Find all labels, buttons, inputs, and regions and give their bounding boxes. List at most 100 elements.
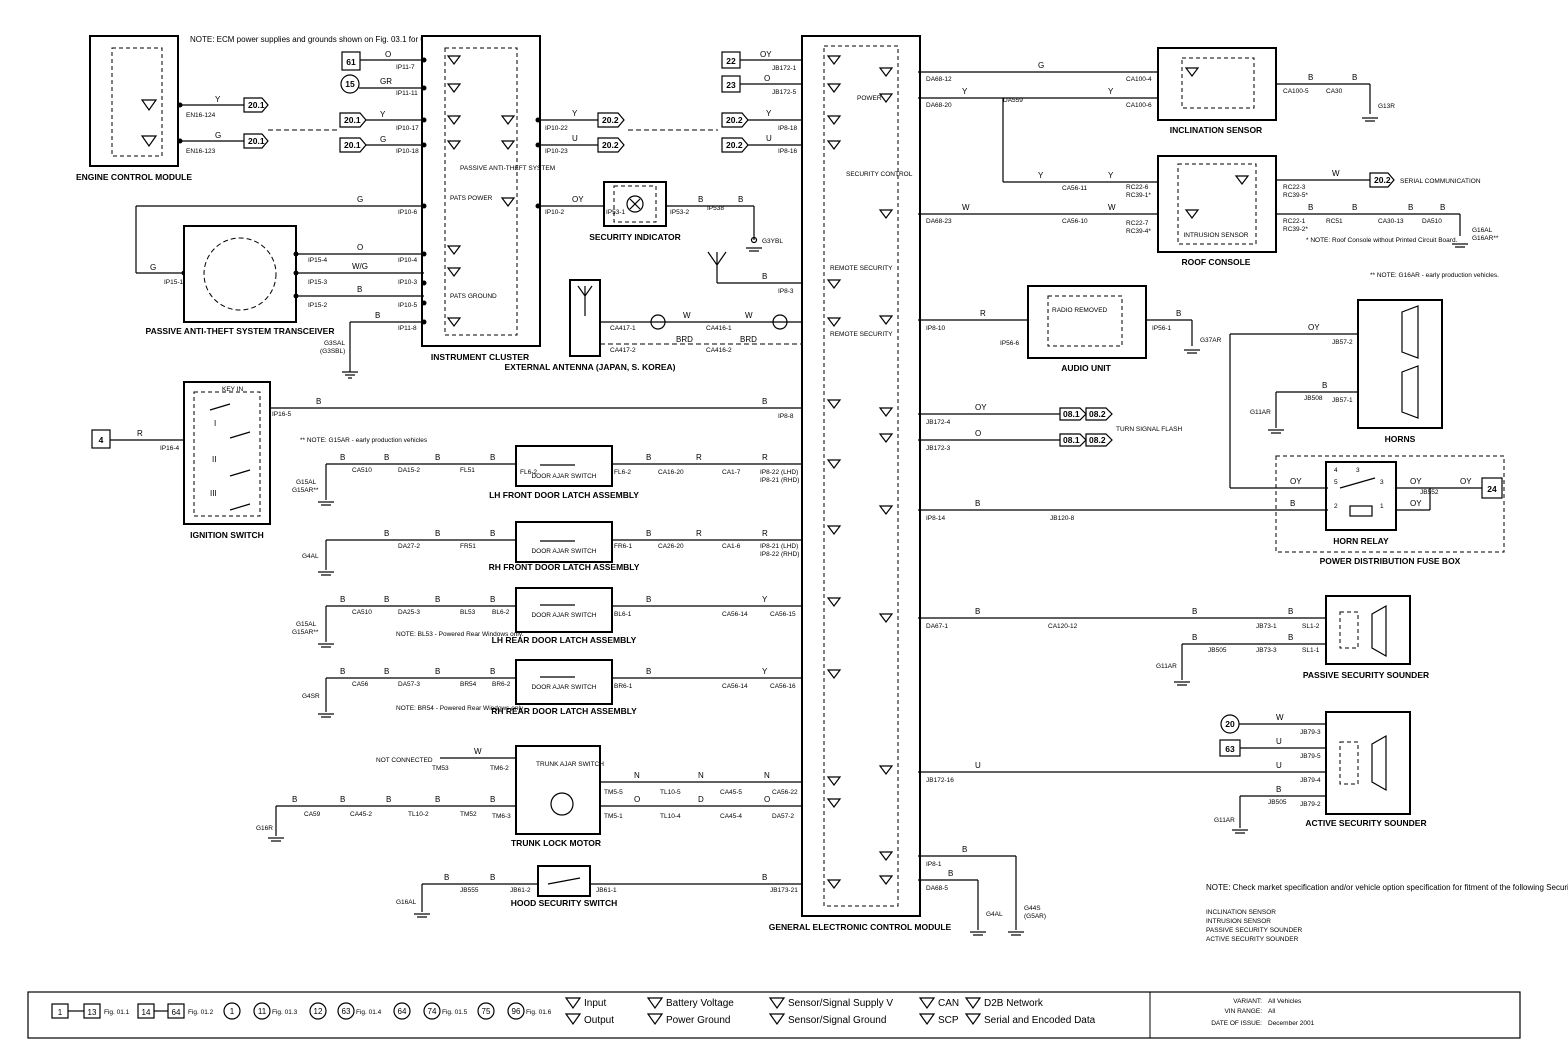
svg-text:IP10-22: IP10-22 bbox=[545, 125, 568, 132]
svg-text:Output: Output bbox=[584, 1015, 614, 1026]
turn-signal-label: TURN SIGNAL FLASH bbox=[1116, 426, 1183, 433]
roof-console-label: ROOF CONSOLE bbox=[1182, 257, 1251, 267]
svg-text:61: 61 bbox=[346, 57, 356, 67]
svg-text:CA56: CA56 bbox=[352, 681, 369, 688]
svg-text:G37AR: G37AR bbox=[1200, 337, 1222, 344]
svg-text:IP8-10: IP8-10 bbox=[926, 325, 946, 332]
svg-text:ACTIVE SECURITY SOUNDER: ACTIVE SECURITY SOUNDER bbox=[1206, 936, 1299, 943]
svg-text:R: R bbox=[137, 429, 143, 438]
svg-text:IP10-6: IP10-6 bbox=[398, 209, 418, 216]
svg-text:B: B bbox=[384, 595, 389, 604]
svg-text:B: B bbox=[975, 499, 980, 508]
svg-text:Input: Input bbox=[584, 998, 606, 1009]
svg-text:G11AR: G11AR bbox=[1214, 817, 1235, 824]
svg-text:IP10-18: IP10-18 bbox=[396, 148, 419, 155]
svg-text:96: 96 bbox=[512, 1007, 521, 1016]
svg-text:HOOD SECURITY SWITCH: HOOD SECURITY SWITCH bbox=[511, 898, 618, 908]
svg-text:DA510: DA510 bbox=[1422, 218, 1442, 225]
svg-text:DOOR AJAR SWITCH: DOOR AJAR SWITCH bbox=[531, 612, 596, 619]
svg-text:24: 24 bbox=[1487, 484, 1497, 494]
svg-text:Fig. 01.5: Fig. 01.5 bbox=[442, 1009, 468, 1016]
svg-text:G16AL: G16AL bbox=[1472, 227, 1493, 234]
ecm-label: ENGINE CONTROL MODULE bbox=[76, 172, 192, 182]
svg-text:JB120-8: JB120-8 bbox=[1050, 515, 1075, 522]
svg-text:5: 5 bbox=[1334, 479, 1338, 486]
svg-text:B: B bbox=[1352, 203, 1357, 212]
svg-text:RC22-3: RC22-3 bbox=[1283, 184, 1306, 191]
svg-text:IP15-4: IP15-4 bbox=[308, 257, 328, 264]
g16ar-note: ** NOTE: G16AR - early production vehicl… bbox=[1370, 272, 1499, 279]
svg-text:IP11-8: IP11-8 bbox=[398, 325, 417, 332]
svg-text:W/G: W/G bbox=[352, 262, 368, 271]
svg-text:DOOR AJAR SWITCH: DOOR AJAR SWITCH bbox=[531, 548, 596, 555]
svg-text:SCP: SCP bbox=[938, 1015, 959, 1026]
svg-text:JB172-3: JB172-3 bbox=[926, 445, 951, 452]
svg-text:3: 3 bbox=[1356, 467, 1360, 474]
svg-text:All Vehicles: All Vehicles bbox=[1268, 998, 1302, 1005]
svg-text:CA100-5: CA100-5 bbox=[1283, 88, 1309, 95]
ref-15 bbox=[340, 74, 360, 94]
svg-text:NOT CONNECTED: NOT CONNECTED bbox=[376, 757, 433, 764]
svg-text:B: B bbox=[316, 397, 321, 406]
svg-text:OY: OY bbox=[1290, 477, 1302, 486]
svg-text:EN16-124: EN16-124 bbox=[186, 112, 216, 119]
svg-text:TM6-3: TM6-3 bbox=[492, 813, 511, 820]
svg-text:DOOR AJAR SWITCH: DOOR AJAR SWITCH bbox=[531, 684, 596, 691]
svg-text:R: R bbox=[696, 529, 702, 538]
svg-text:JB73-1: JB73-1 bbox=[1256, 623, 1277, 630]
gecm-left-pin-triangles bbox=[826, 55, 842, 889]
pats-wiring: GG IP10-6 IP15-1 O W/G B IP15-4IP15-3IP1… bbox=[135, 195, 424, 379]
svg-text:Y: Y bbox=[1038, 171, 1044, 180]
svg-text:IP8-14: IP8-14 bbox=[926, 515, 946, 522]
svg-text:G15AR**: G15AR** bbox=[292, 629, 319, 636]
svg-text:3: 3 bbox=[1380, 479, 1384, 486]
svg-text:DA57-3: DA57-3 bbox=[398, 681, 420, 688]
svg-text:W: W bbox=[962, 203, 970, 212]
svg-text:B: B bbox=[646, 529, 651, 538]
radio-removed-label: RADIO REMOVED bbox=[1052, 307, 1108, 314]
svg-text:G: G bbox=[215, 131, 221, 140]
svg-text:1: 1 bbox=[1380, 503, 1384, 510]
svg-text:IP10-23: IP10-23 bbox=[545, 148, 568, 155]
svg-text:63: 63 bbox=[1225, 744, 1235, 754]
svg-text:20.2: 20.2 bbox=[1374, 175, 1391, 185]
svg-text:IP56-6: IP56-6 bbox=[1000, 340, 1020, 347]
svg-text:Fig. 01.1: Fig. 01.1 bbox=[104, 1009, 130, 1016]
svg-text:BRD: BRD bbox=[740, 335, 757, 344]
svg-text:CA1-7: CA1-7 bbox=[722, 469, 741, 476]
svg-text:BR6-1: BR6-1 bbox=[614, 683, 633, 690]
svg-text:B: B bbox=[340, 453, 345, 462]
svg-text:IP8-3: IP8-3 bbox=[778, 288, 794, 295]
svg-text:IP16-4: IP16-4 bbox=[160, 445, 180, 452]
svg-text:G15AL: G15AL bbox=[296, 479, 317, 486]
svg-text:PASSIVE SECURITY SOUNDER: PASSIVE SECURITY SOUNDER bbox=[1206, 927, 1303, 934]
g15ar-note: ** NOTE: G15AR - early production vehicl… bbox=[300, 437, 428, 444]
inclination-sensor-label: INCLINATION SENSOR bbox=[1170, 125, 1262, 135]
svg-text:2: 2 bbox=[1334, 503, 1338, 510]
svg-text:R: R bbox=[696, 453, 702, 462]
svg-text:IP11-11: IP11-11 bbox=[396, 90, 418, 97]
svg-text:DA559: DA559 bbox=[1003, 97, 1023, 104]
svg-text:DATE OF ISSUE:: DATE OF ISSUE: bbox=[1211, 1020, 1262, 1027]
audio-unit-label: AUDIO UNIT bbox=[1061, 363, 1111, 373]
svg-text:4: 4 bbox=[1334, 467, 1338, 474]
svg-text:08.1: 08.1 bbox=[1063, 435, 1080, 445]
active-sounder: ACTIVE SECURITY SOUNDER 20 63 WU JB79-3J… bbox=[918, 711, 1427, 834]
svg-text:BR6-2: BR6-2 bbox=[492, 681, 511, 688]
svg-text:CA56-14: CA56-14 bbox=[722, 611, 748, 618]
svg-text:OY: OY bbox=[1410, 477, 1422, 486]
ecm-block: NOTE: ECM power supplies and grounds sho… bbox=[76, 35, 438, 182]
svg-text:Battery Voltage: Battery Voltage bbox=[666, 998, 734, 1009]
svg-text:JB172-4: JB172-4 bbox=[926, 419, 951, 426]
svg-text:20.2: 20.2 bbox=[726, 140, 743, 150]
svg-text:SL1-1: SL1-1 bbox=[1302, 647, 1320, 654]
svg-text:D: D bbox=[698, 795, 704, 804]
svg-text:N: N bbox=[764, 771, 770, 780]
svg-text:O: O bbox=[385, 50, 391, 59]
